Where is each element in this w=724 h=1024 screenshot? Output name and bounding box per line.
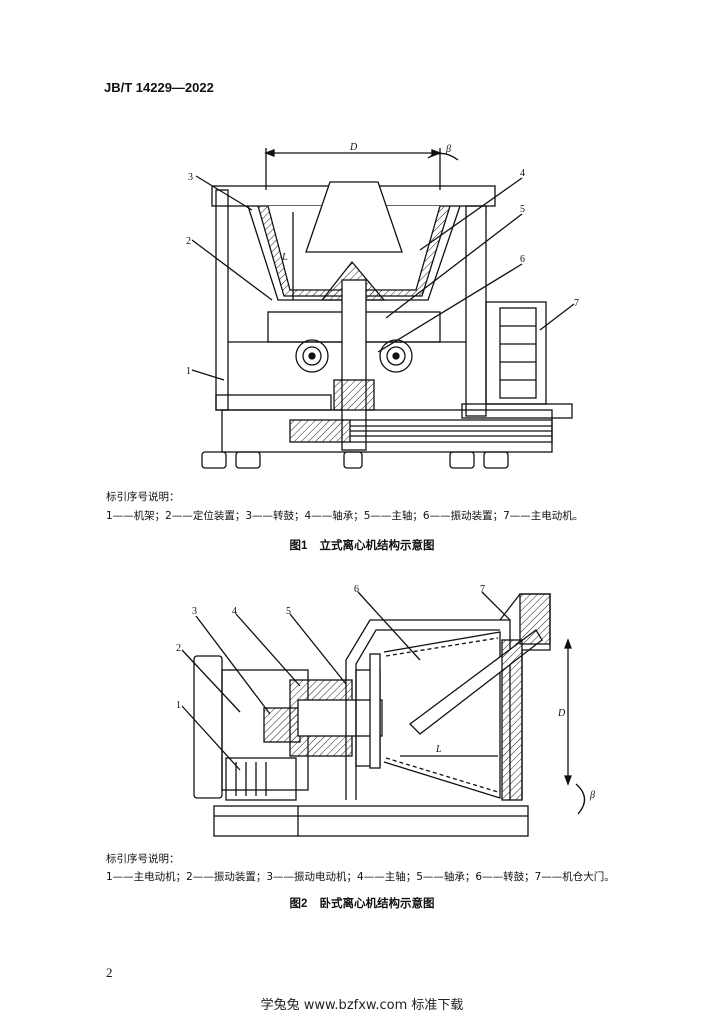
dim-label-L: L	[281, 252, 288, 263]
dim-label-D: D	[349, 142, 358, 153]
frame-left-post	[215, 189, 229, 411]
figure-1-caption: 图1 立式离心机结构示意图	[0, 537, 724, 553]
figure-2-caption: 图2 卧式离心机结构示意图	[0, 895, 724, 911]
drum	[383, 631, 501, 799]
vibrator-left	[295, 339, 329, 373]
callout: 4	[520, 168, 525, 179]
callout: 7	[574, 298, 579, 309]
callout: 1	[186, 366, 191, 377]
page-number: 2	[106, 965, 113, 980]
callout: 4	[232, 606, 237, 617]
main-shaft	[297, 699, 383, 737]
callout: 7	[480, 584, 485, 595]
watermark-link[interactable]: 学兔兔 www.bzfxw.com 标准下载	[260, 998, 464, 1013]
callout: 5	[286, 606, 291, 617]
figure-1-svg: D L β 1 2 3 4 5 6 7	[186, 142, 579, 469]
main-motor	[485, 301, 547, 405]
dim-beta	[575, 783, 586, 815]
callout: 1	[176, 700, 181, 711]
base	[213, 805, 529, 837]
dim-beta	[427, 152, 459, 161]
callout: 5	[520, 204, 525, 215]
figure-2-legend-title: 标引序号说明：	[106, 853, 180, 865]
dim-label-L: L	[435, 744, 442, 755]
figure-1-diagram: D L β 1 2 3 4 5 6 7	[170, 138, 590, 478]
figure-2-caption-text: 卧式离心机结构示意图	[319, 896, 435, 910]
callout: 6	[354, 584, 359, 595]
dim-label-D: D	[557, 708, 566, 719]
figure-2-caption-number: 图2	[289, 898, 308, 910]
figure-1-caption-text: 立式离心机结构示意图	[319, 538, 435, 552]
callout: 3	[192, 606, 197, 617]
standard-code: JB/T 14229—2022	[104, 80, 214, 95]
figure-2-svg: D L β 1 2 3 4 5 6 7	[176, 584, 595, 837]
frame-right-post	[465, 205, 487, 417]
callout: 3	[188, 172, 193, 183]
callout: 2	[186, 236, 191, 247]
figure-2-legend-items: 1——主电动机；2——振动装置；3——振动电动机；4——主轴；5——轴承；6——…	[106, 871, 615, 883]
main-motor	[225, 757, 297, 801]
callout: 2	[176, 643, 181, 654]
dim-label-beta: β	[445, 144, 451, 155]
figure-1-legend-title: 标引序号说明：	[106, 491, 180, 503]
figure-2-diagram: D L β 1 2 3 4 5 6 7	[170, 580, 610, 840]
inner-cone	[305, 181, 403, 253]
figure-1-legend-items: 1——机架；2——定位装置；3——转鼓；4——轴承；5——主轴；6——振动装置；…	[106, 510, 584, 522]
callout: 6	[520, 254, 525, 265]
vibrator-right	[379, 339, 413, 373]
figure-1-caption-number: 图1	[289, 540, 308, 552]
dim-label-beta: β	[589, 790, 595, 801]
foot	[201, 451, 227, 469]
